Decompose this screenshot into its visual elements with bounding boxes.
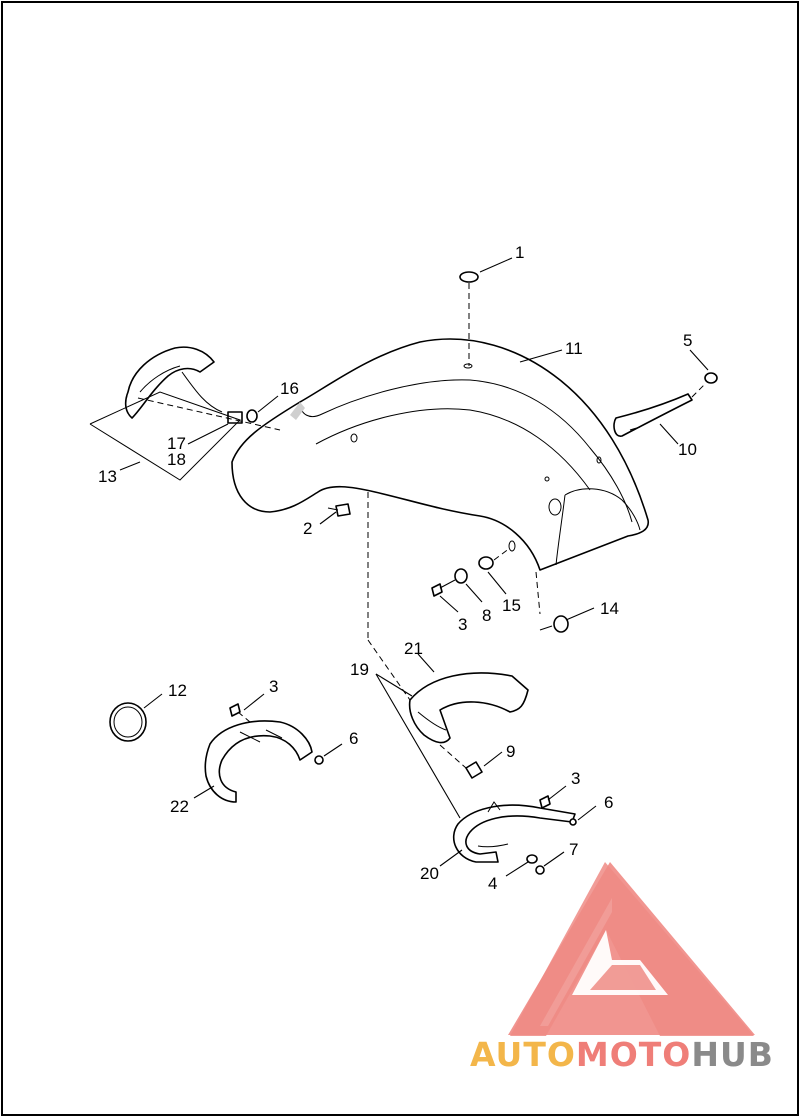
callout-22: 22 [170,797,189,816]
watermark-logo: AUTOMOTOHUB [470,862,774,1074]
callout-14: 14 [600,599,619,618]
nut-6a [314,755,324,765]
callout-13: 13 [98,467,117,486]
nut-7 [535,865,545,875]
callout-7: 7 [569,840,578,859]
callout-1: 1 [515,243,524,262]
callout-6b: 6 [604,793,613,812]
callout-18: 18 [167,450,186,469]
plug-part [459,271,479,283]
callout-8: 8 [482,606,491,625]
callout-2: 2 [303,519,312,538]
leader-lines [119,257,709,877]
callout-19: 19 [350,660,369,679]
cover-21 [408,672,529,744]
light-assembly-13 [124,346,243,424]
callout-9: 9 [506,742,515,761]
callout-6a: 6 [349,729,358,748]
callout-15: 15 [502,596,521,615]
callout-17: 17 [167,434,186,453]
kit-bracket-line [89,391,241,481]
hardware-3-8-15 [431,547,511,597]
screw-3c [539,795,551,809]
callout-21: 21 [404,639,423,658]
screw-3b [229,703,241,717]
watermark-hub: HUB [691,1035,774,1074]
callout-4: 4 [488,874,497,893]
nut-6b [569,818,577,826]
screw-2 [327,503,351,517]
callout-16: 16 [280,379,299,398]
bracket-22 [204,720,313,803]
lens-12 [109,702,147,742]
callout-3c: 3 [571,769,580,788]
rear-fender [231,338,650,571]
callout-3a: 3 [458,615,467,634]
clip-9 [465,761,483,779]
callout-20: 20 [420,864,439,883]
rail-20 [452,801,576,863]
callout-11: 11 [565,339,583,358]
grommet-14 [553,615,569,633]
watermark-triangle-icon [510,862,754,1036]
callout-12: 12 [168,681,187,700]
washer-4 [526,854,538,864]
callout-5: 5 [683,331,692,350]
callout-3b: 3 [269,677,278,696]
grommet-16 [246,409,258,423]
callout-10: 10 [678,440,697,459]
nut-5 [704,372,718,384]
watermark-auto: AUTO [470,1035,576,1074]
svg-text:AUTOMOTOHUB: AUTOMOTOHUB [470,1035,774,1074]
bracket-10 [613,393,693,437]
watermark-moto: MOTO [576,1035,691,1074]
